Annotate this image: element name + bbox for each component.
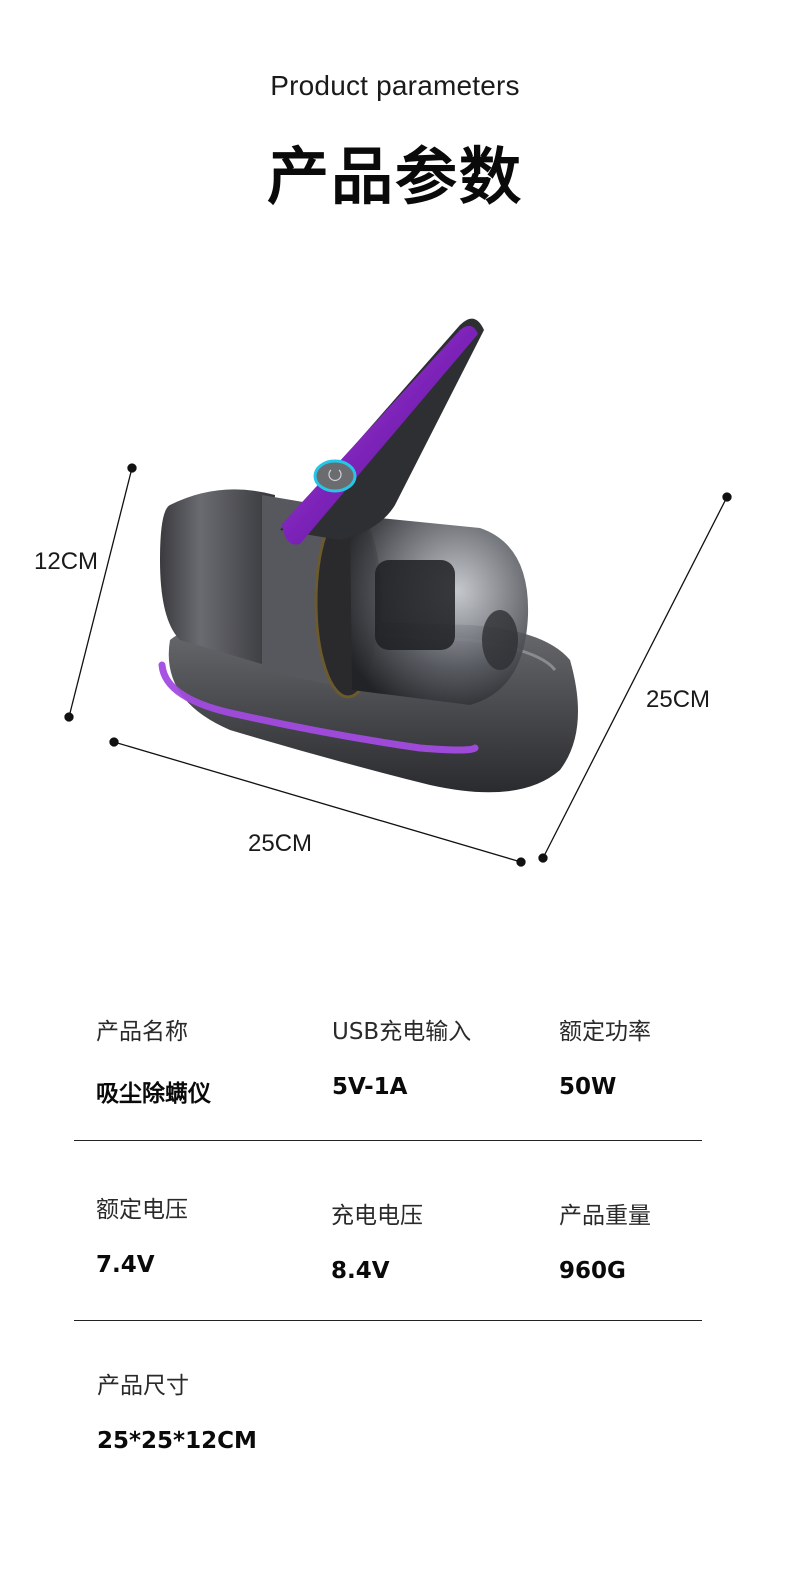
param-label: 产品名称 xyxy=(96,1019,188,1045)
param-label: 充电电压 xyxy=(331,1203,423,1229)
power-button-icon xyxy=(313,459,357,493)
dimension-width-label: 25CM xyxy=(646,686,711,713)
dimension-length-label: 25CM xyxy=(248,830,313,857)
param-value: 25*25*12CM xyxy=(97,1428,257,1454)
divider xyxy=(74,1320,702,1321)
page-subtitle: Product parameters xyxy=(270,70,520,101)
dimension-height-label: 12CM xyxy=(34,548,99,575)
param-value: 960G xyxy=(559,1258,626,1284)
param-value: 吸尘除螨仪 xyxy=(96,1081,211,1107)
param-weight: 产品重量 960G xyxy=(559,1196,651,1284)
param-label: 额定电压 xyxy=(96,1197,188,1223)
param-size: 产品尺寸 25*25*12CM xyxy=(97,1366,257,1454)
param-value: 5V-1A xyxy=(332,1074,408,1100)
param-value: 7.4V xyxy=(96,1252,155,1278)
param-label: 额定功率 xyxy=(559,1019,651,1045)
dimension-lines xyxy=(64,463,732,867)
param-rated-power: 额定功率 50W xyxy=(559,1012,651,1100)
param-charge-voltage: 充电电压 8.4V xyxy=(331,1196,423,1284)
param-value: 50W xyxy=(559,1074,617,1100)
param-label: USB充电输入 xyxy=(332,1019,472,1045)
divider xyxy=(74,1140,702,1141)
vacuum-product-image xyxy=(64,318,732,867)
page-title: 产品参数 xyxy=(266,140,523,213)
param-product-name: 产品名称 吸尘除螨仪 xyxy=(96,1012,211,1108)
param-usb-input: USB充电输入 5V-1A xyxy=(332,1012,471,1100)
param-label: 产品尺寸 xyxy=(97,1373,189,1399)
param-value: 8.4V xyxy=(331,1258,390,1284)
product-dimension-diagram: 12CM 25CM 25CM xyxy=(0,300,790,900)
param-label: 产品重量 xyxy=(559,1203,651,1229)
param-rated-voltage: 额定电压 7.4V xyxy=(96,1190,188,1278)
